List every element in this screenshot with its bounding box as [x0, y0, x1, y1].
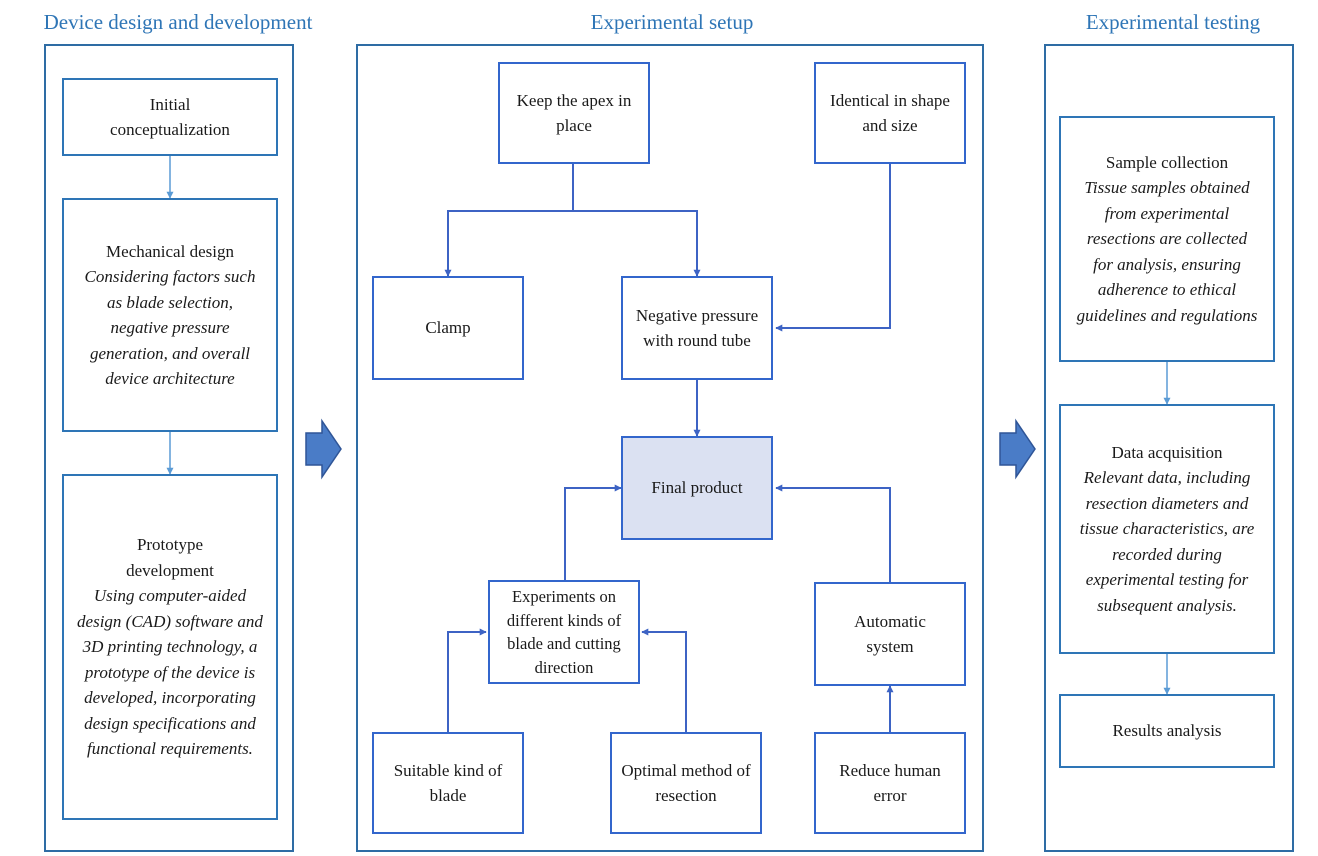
- suitable-blade-text: Suitable kind of blade: [393, 760, 503, 806]
- sample-collection-description: Tissue samples obtained from experimenta…: [1076, 178, 1258, 325]
- experiments-text: Experiments on different kinds of blade …: [506, 587, 622, 677]
- clamp-box: Clamp: [372, 276, 524, 380]
- mechanical-design-title: Mechanical design: [106, 241, 234, 261]
- arrow-suitable-to-experiments: [447, 628, 487, 732]
- initial-conceptualization-box: Initial conceptualization: [62, 78, 278, 156]
- keep-apex-box: Keep the apex in place: [498, 62, 650, 164]
- results-analysis-box: Results analysis: [1059, 694, 1275, 768]
- identical-text: Identical in shape and size: [830, 90, 950, 136]
- sample-collection-title: Sample collection: [1105, 152, 1229, 172]
- negative-pressure-text: Negative pressure with round tube: [635, 305, 759, 351]
- optimal-method-box: Optimal method of resection: [610, 732, 762, 834]
- results-analysis-text: Results analysis: [1112, 721, 1222, 741]
- prototype-development-title: Prototype development: [126, 535, 214, 580]
- arrow-automatic-to-final: [775, 484, 891, 582]
- automatic-system-text: Automatic system: [854, 611, 926, 657]
- block-arrow-middle-to-right: [999, 418, 1036, 480]
- optimal-method-text: Optimal method of resection: [621, 760, 751, 806]
- mechanical-design-description: Considering factors such as blade select…: [84, 267, 256, 388]
- arrow-experiments-to-final: [564, 484, 622, 580]
- data-acquisition-box: Data acquisition Relevant data, includin…: [1059, 404, 1275, 654]
- experimental-testing-panel: [1044, 44, 1294, 852]
- sample-collection-box: Sample collection Tissue samples obtaine…: [1059, 116, 1275, 362]
- left-column-title: Device design and development: [43, 10, 313, 34]
- initial-conceptualization-text: Initial conceptualization: [110, 94, 230, 140]
- negative-pressure-box: Negative pressure with round tube: [621, 276, 773, 380]
- final-product-box: Final product: [621, 436, 773, 540]
- arrow-identical-to-negative-pressure: [775, 164, 891, 332]
- experimental-setup-panel: [356, 44, 984, 852]
- experiments-box: Experiments on different kinds of blade …: [488, 580, 640, 684]
- right-column-title: Experimental testing: [1085, 10, 1261, 34]
- prototype-development-description: Using computer-aided design (CAD) softwa…: [77, 586, 263, 759]
- keep-apex-text: Keep the apex in place: [516, 90, 632, 136]
- identical-box: Identical in shape and size: [814, 62, 966, 164]
- block-arrow-left-to-middle: [305, 418, 342, 480]
- arrow-optimal-to-experiments: [641, 628, 687, 732]
- arrow-apex-to-negative-pressure: [573, 210, 701, 277]
- middle-column-title: Experimental setup: [590, 10, 754, 34]
- device-design-panel: [44, 44, 294, 852]
- suitable-blade-box: Suitable kind of blade: [372, 732, 524, 834]
- final-product-text: Final product: [651, 478, 743, 498]
- reduce-error-box: Reduce human error: [814, 732, 966, 834]
- clamp-text: Clamp: [425, 318, 471, 338]
- mechanical-design-box: Mechanical design Considering factors su…: [62, 198, 278, 432]
- arrow-apex-to-clamp: [444, 164, 574, 277]
- reduce-error-text: Reduce human error: [839, 760, 941, 806]
- prototype-development-box: Prototype development Using computer-aid…: [62, 474, 278, 820]
- data-acquisition-description: Relevant data, including resection diame…: [1079, 468, 1255, 615]
- automatic-system-box: Automatic system: [814, 582, 966, 686]
- data-acquisition-title: Data acquisition: [1111, 442, 1223, 462]
